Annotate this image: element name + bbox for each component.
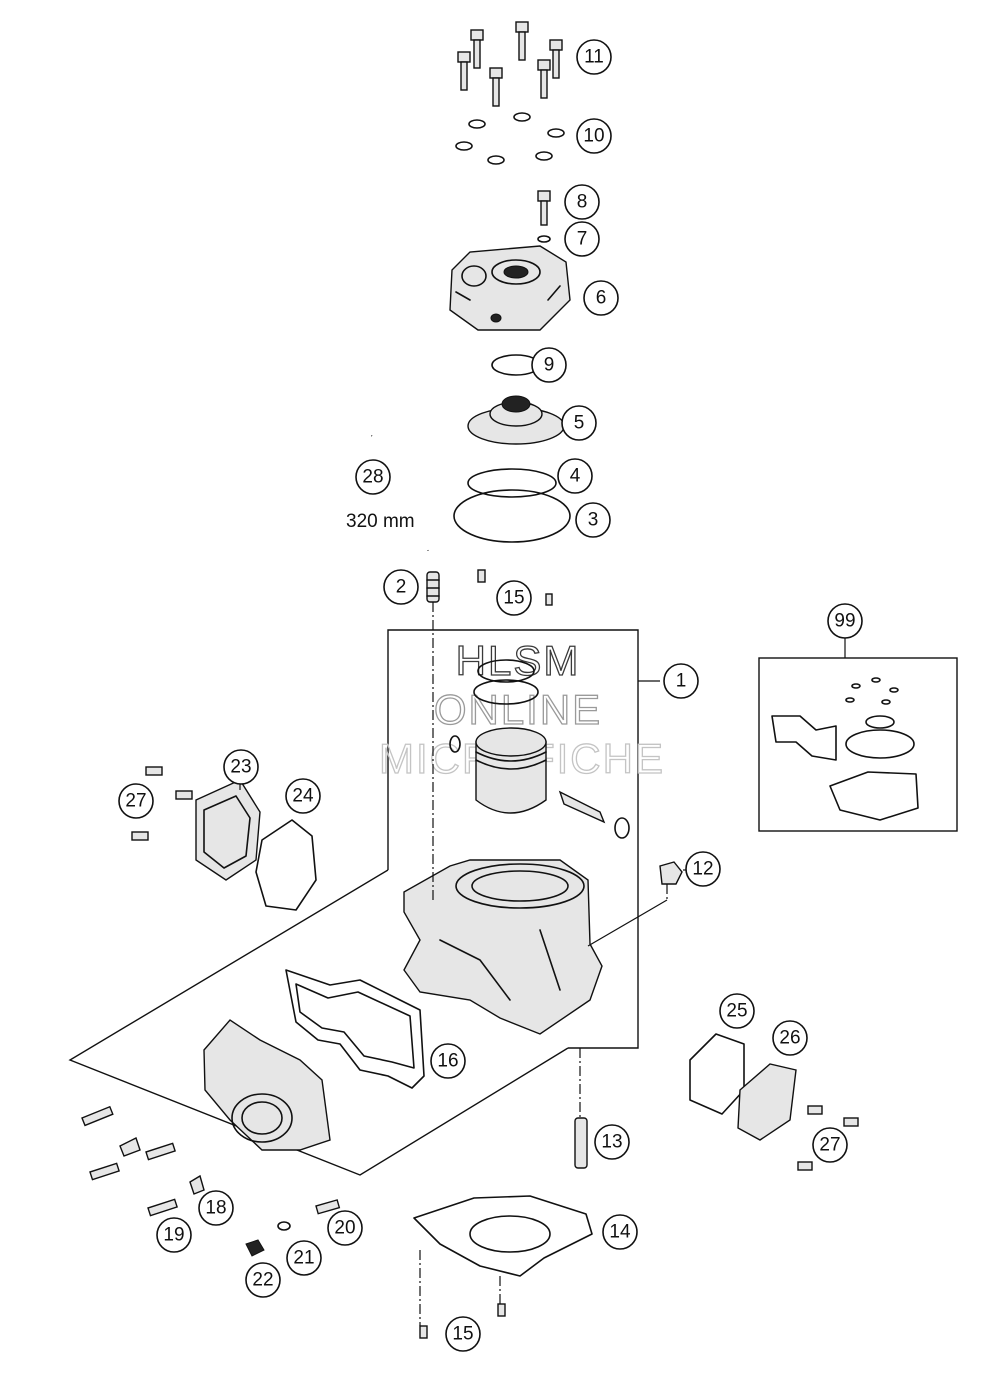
callout-12-label: 12 (692, 859, 713, 880)
callout-27-left-label: 27 (125, 791, 146, 812)
callout-3[interactable]: 3 (575, 502, 611, 538)
gasket-set-contents (771, 677, 919, 821)
callout-5-label: 5 (574, 413, 585, 434)
callout-26-label: 26 (779, 1028, 800, 1049)
callout-8[interactable]: 8 (564, 184, 600, 220)
callout-27-right[interactable]: 27 (812, 1127, 848, 1163)
valve-cover-right (737, 1063, 859, 1171)
callout-13-label: 13 (601, 1132, 622, 1153)
callout-23-label: 23 (230, 757, 251, 778)
callout-1-label: 1 (676, 671, 687, 692)
callout-1[interactable]: 1 (663, 663, 699, 699)
reed-gasket-inner (295, 983, 415, 1069)
callout-12[interactable]: 12 (685, 851, 721, 887)
cylinder-assembly-box (387, 629, 639, 1049)
callout-15-lower-label: 15 (452, 1324, 473, 1345)
callout-23[interactable]: 23 (223, 749, 259, 785)
callout-9-label: 9 (544, 355, 555, 376)
callout-19-label: 19 (163, 1225, 184, 1246)
watermark-line2: ONLINE (434, 686, 602, 733)
callout-7-label: 7 (577, 229, 588, 250)
callout-14-label: 14 (609, 1222, 631, 1243)
callout-24-label: 24 (292, 786, 314, 807)
dowel-upper-a (477, 569, 486, 583)
callout-22-label: 22 (252, 1270, 273, 1291)
cylinder-assembly-box-diag (68, 869, 569, 1176)
callout-10[interactable]: 10 (576, 118, 612, 154)
callout-15-upper-label: 15 (503, 588, 524, 609)
callout-11-label: 11 (584, 47, 604, 68)
callout-4-label: 4 (570, 466, 581, 487)
stud-13 (574, 1117, 588, 1169)
callout-3-label: 3 (588, 510, 599, 531)
hose (368, 431, 434, 551)
callout-9[interactable]: 9 (531, 347, 567, 383)
callout-99[interactable]: 99 (827, 603, 863, 639)
callout-6-label: 6 (596, 288, 607, 309)
combustion-insert (467, 395, 565, 445)
callout-28[interactable]: 28 (355, 459, 391, 495)
callout-13[interactable]: 13 (594, 1124, 630, 1160)
valve-cover-left (131, 766, 261, 881)
callout-5[interactable]: 5 (561, 405, 597, 441)
intake-hardware (81, 1105, 341, 1257)
callout-28-label: 28 (362, 467, 383, 488)
callout-11[interactable]: 11 (576, 39, 612, 75)
callout-19[interactable]: 19 (156, 1217, 192, 1253)
callout-8-label: 8 (577, 192, 588, 213)
callout-4[interactable]: 4 (557, 458, 593, 494)
head-bolts (457, 21, 563, 107)
cylinder (403, 859, 603, 1035)
nut-12 (659, 861, 683, 885)
reed-gasket (285, 969, 425, 1089)
callout-14[interactable]: 14 (602, 1214, 638, 1250)
callout-10-label: 10 (583, 126, 604, 147)
callout-20-label: 20 (334, 1218, 355, 1239)
dowel-lower-a (497, 1303, 506, 1317)
callout-15-upper[interactable]: 15 (496, 580, 532, 616)
callout-16[interactable]: 16 (430, 1043, 466, 1079)
piston-assembly (449, 659, 630, 839)
callout-6[interactable]: 6 (583, 280, 619, 316)
callout-22[interactable]: 22 (245, 1262, 281, 1298)
small-bolt (537, 190, 551, 243)
gasket-25 (689, 1033, 745, 1115)
callout-21-label: 21 (293, 1248, 314, 1269)
base-gasket (413, 1195, 593, 1277)
dowel-upper-b (545, 593, 553, 606)
gasket-24 (255, 819, 317, 911)
callout-21[interactable]: 21 (286, 1240, 322, 1276)
intake-flange (203, 1019, 331, 1151)
hose-length-label: 320 mm (346, 511, 415, 532)
callout-20[interactable]: 20 (327, 1210, 363, 1246)
base-gasket-bore (469, 1215, 551, 1253)
callout-25-label: 25 (726, 1001, 747, 1022)
callout-27-left[interactable]: 27 (118, 783, 154, 819)
callout-18-label: 18 (205, 1198, 226, 1219)
callout-18[interactable]: 18 (198, 1190, 234, 1226)
leader-lines (239, 602, 846, 1326)
nipple-2 (426, 571, 440, 603)
callout-2[interactable]: 2 (383, 569, 419, 605)
callout-16-label: 16 (437, 1051, 458, 1072)
dowel-lower-b (419, 1325, 428, 1339)
gasket-set-box (758, 657, 958, 832)
cylinder-head (449, 245, 571, 331)
head-washers (455, 112, 565, 165)
callout-26[interactable]: 26 (772, 1020, 808, 1056)
callout-7[interactable]: 7 (564, 221, 600, 257)
callout-25[interactable]: 25 (719, 993, 755, 1029)
o-ring-3 (453, 489, 571, 543)
callout-2-label: 2 (396, 577, 407, 598)
callout-99-label: 99 (834, 611, 855, 632)
callout-24[interactable]: 24 (285, 778, 321, 814)
callout-15-lower[interactable]: 15 (445, 1316, 481, 1352)
callout-27-right-label: 27 (819, 1135, 840, 1156)
o-ring-4 (467, 468, 557, 498)
